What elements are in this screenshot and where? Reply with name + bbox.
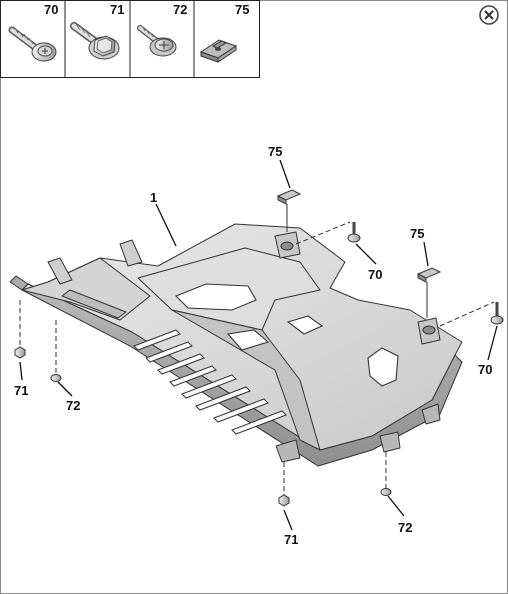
callout-labels: 1 75 70 75 70 71 72 71 72 bbox=[14, 144, 492, 547]
clip-nut-right[interactable] bbox=[416, 267, 442, 318]
callout-clip-75-top: 75 bbox=[268, 144, 282, 159]
callout-screw-72-bottom: 72 bbox=[398, 520, 412, 535]
bolt-71-left[interactable] bbox=[14, 300, 26, 359]
flange-screw-icon bbox=[137, 25, 177, 57]
legend-tile-70[interactable]: 70 bbox=[8, 2, 58, 62]
legend-tile-71[interactable]: 71 bbox=[70, 2, 124, 60]
screw-72-bottom[interactable] bbox=[380, 452, 392, 496]
callout-bolt-71-bottom: 71 bbox=[284, 532, 298, 547]
legend-tile-71-label: 71 bbox=[110, 2, 124, 17]
callout-screw-72-left: 72 bbox=[66, 398, 80, 413]
callout-part-1: 1 bbox=[150, 190, 157, 205]
clip-nut-icon bbox=[199, 39, 238, 63]
leader-lines bbox=[19, 159, 498, 531]
hex-flange-bolt-icon bbox=[70, 22, 120, 60]
callout-clip-75-right: 75 bbox=[410, 226, 424, 241]
clip-nut-top[interactable] bbox=[276, 189, 302, 232]
legend-tile-72[interactable]: 72 bbox=[137, 2, 187, 57]
legend-tile-75-label: 75 bbox=[235, 2, 249, 17]
legend-tile-72-label: 72 bbox=[173, 2, 187, 17]
screw-70-mid[interactable] bbox=[295, 221, 361, 245]
bolt-71-bottom[interactable] bbox=[278, 462, 290, 507]
callout-screw-70-mid: 70 bbox=[368, 267, 382, 282]
legend-tile-75[interactable]: 75 bbox=[199, 2, 249, 63]
screw-72-left[interactable] bbox=[50, 320, 62, 382]
skid-plate-openings bbox=[175, 283, 399, 387]
legend-strip: 70 71 72 bbox=[0, 0, 260, 78]
callout-bolt-71-left: 71 bbox=[14, 383, 28, 398]
legend-tile-70-label: 70 bbox=[44, 2, 58, 17]
screw-70-right[interactable] bbox=[439, 301, 504, 327]
pan-head-screw-icon bbox=[8, 26, 57, 62]
vent-slots bbox=[133, 329, 287, 435]
close-icon[interactable] bbox=[479, 5, 499, 25]
callout-screw-70-right: 70 bbox=[478, 362, 492, 377]
